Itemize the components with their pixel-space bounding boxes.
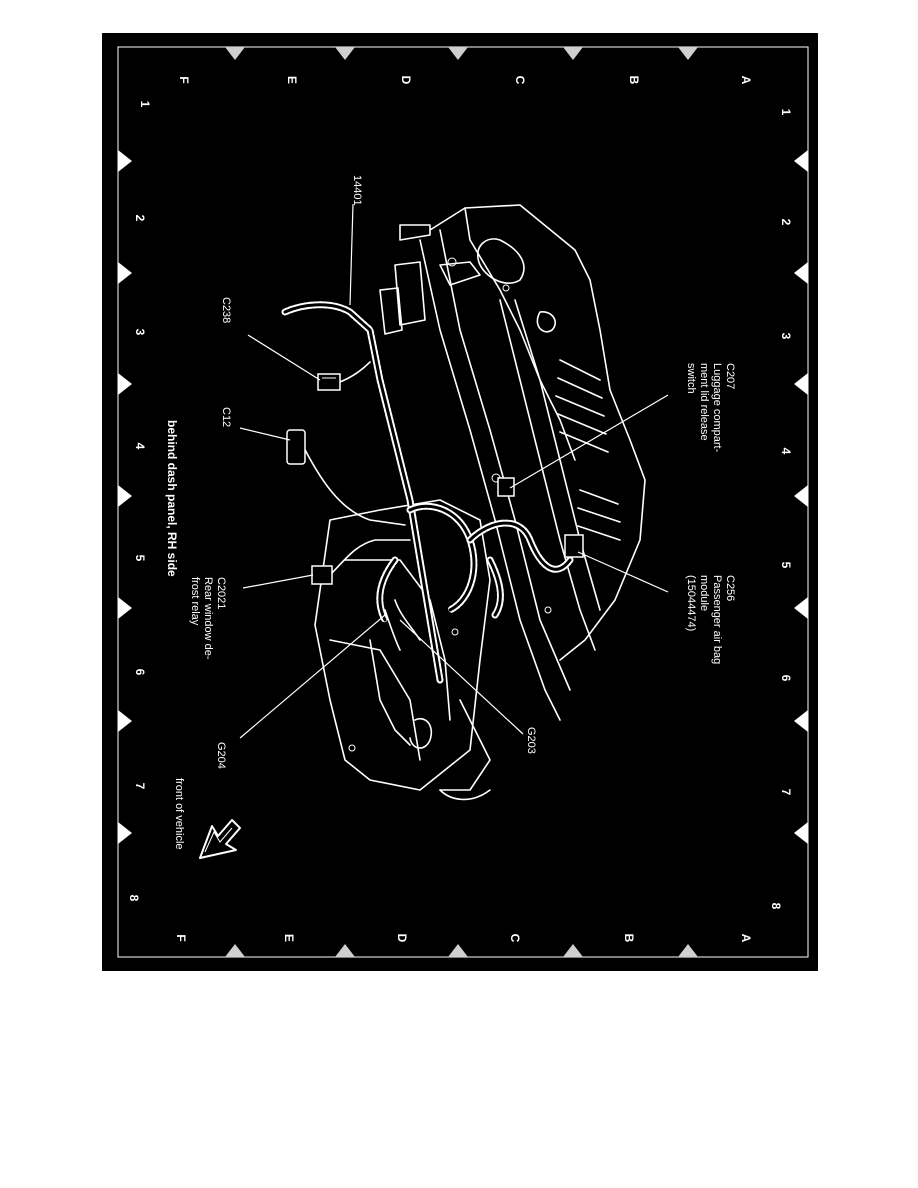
view-caption: behind dash panel, RH side <box>165 420 179 577</box>
col-label-4-left: 4 <box>133 443 147 450</box>
connector-c2021-body <box>311 565 333 585</box>
row-label-c-top: C <box>513 76 527 85</box>
row-label-c-bottom: C <box>508 934 522 943</box>
c2021-desc-line2: frost relay <box>189 577 201 626</box>
col-label-1-right: 1 <box>779 109 793 116</box>
c238-label: C238 <box>220 297 232 323</box>
front-of-vehicle-arrow-icon <box>199 819 241 859</box>
col-label-4-right: 4 <box>779 448 793 455</box>
row-label-b-top: B <box>627 76 641 85</box>
col-label-7-right: 7 <box>779 789 793 796</box>
row-label-d-bottom: D <box>395 934 409 943</box>
connector-c207-body <box>497 477 515 497</box>
row-label-a-top: A <box>739 76 753 85</box>
row-label-b-bottom: B <box>622 934 636 943</box>
col-label-6-right: 6 <box>779 675 793 682</box>
c207-desc-line1: Luggage compart- <box>711 363 723 453</box>
c2021-code: C2021 <box>215 577 227 609</box>
c207-desc-line2: ment lid release <box>698 363 710 441</box>
c256-callout: C256 Passenger air bag module (15044474) <box>685 575 736 664</box>
col-label-3-left: 3 <box>133 329 147 336</box>
col-label-8-right: 8 <box>769 903 783 910</box>
connector-c238-body <box>317 373 341 391</box>
grid-row-labels-bottom: A B C D E F <box>174 934 753 943</box>
c2021-callout: C2021 Rear window de- frost relay <box>189 577 227 660</box>
connector-c12-body <box>286 429 306 465</box>
c256-desc-line1: Passenger air bag <box>711 575 723 664</box>
g204-label: G204 <box>215 742 227 769</box>
row-label-d-top: D <box>399 76 413 85</box>
col-label-3-right: 3 <box>779 333 793 340</box>
bottom-edge-markers <box>225 944 698 957</box>
row-label-f-bottom: F <box>174 934 188 941</box>
diagram-sheet <box>102 33 818 971</box>
row-label-e-top: E <box>285 76 299 84</box>
c207-desc-line3: switch <box>685 363 697 394</box>
right-edge-markers <box>794 150 808 844</box>
dash-panel-structure <box>314 204 646 801</box>
connector-c256-body <box>564 534 584 558</box>
harness-14401-label: 14401 <box>351 175 363 206</box>
leader-lines <box>239 203 669 739</box>
col-label-1-left: 1 <box>138 101 152 108</box>
row-label-e-bottom: E <box>282 934 296 942</box>
c207-callout: C207 Luggage compart- ment lid release s… <box>685 363 736 453</box>
c256-desc-line3: (15044474) <box>685 575 697 631</box>
col-label-2-left: 2 <box>133 215 147 222</box>
wiring-harness <box>281 301 574 684</box>
c256-code: C256 <box>724 575 736 601</box>
grid-col-labels-right: 1 2 3 4 5 6 7 8 <box>769 109 793 910</box>
col-label-5-left: 5 <box>133 555 147 562</box>
row-label-a-bottom: A <box>739 934 753 943</box>
c12-label: C12 <box>220 407 232 427</box>
top-edge-markers <box>225 47 698 60</box>
c207-code: C207 <box>724 363 736 389</box>
g203-label: G203 <box>525 727 537 754</box>
front-of-vehicle-caption: front of vehicle <box>173 778 185 850</box>
col-label-6-left: 6 <box>133 669 147 676</box>
grid-row-labels-top: A B C D E F <box>177 76 753 85</box>
row-label-f-top: F <box>177 76 191 83</box>
diagram-border <box>117 46 809 958</box>
col-label-2-right: 2 <box>779 219 793 226</box>
grid-col-labels-left: 1 2 3 4 5 6 7 8 <box>127 101 152 902</box>
left-edge-markers <box>118 150 132 844</box>
col-label-8-left: 8 <box>127 895 141 902</box>
c256-desc-line2: module <box>698 575 710 611</box>
col-label-5-right: 5 <box>779 562 793 569</box>
col-label-7-left: 7 <box>133 783 147 790</box>
c2021-desc-line1: Rear window de- <box>202 577 214 660</box>
